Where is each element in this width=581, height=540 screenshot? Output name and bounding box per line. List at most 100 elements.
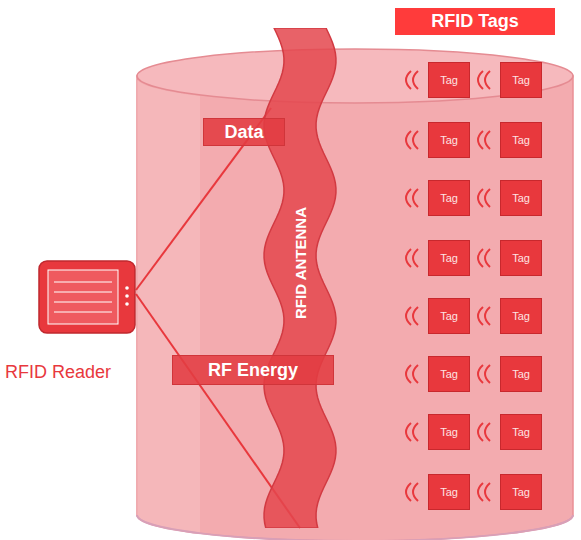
signal-arc bbox=[413, 71, 418, 89]
signal-arc bbox=[485, 189, 490, 207]
signal-arc bbox=[413, 483, 418, 501]
signal-arc bbox=[413, 307, 418, 325]
signal-arcs bbox=[478, 483, 490, 501]
signal-arc bbox=[406, 483, 411, 501]
signal-arc bbox=[478, 71, 483, 89]
signal-arc bbox=[485, 249, 490, 267]
screen-line bbox=[54, 282, 112, 283]
signal-arc bbox=[485, 71, 490, 89]
reader-device: RFID Reader bbox=[38, 260, 136, 334]
signal-arc bbox=[478, 365, 483, 383]
signal-arc bbox=[485, 483, 490, 501]
box-label: Tag bbox=[512, 252, 530, 264]
box-label: RF Energy bbox=[208, 360, 298, 381]
box-label: Tag bbox=[512, 310, 530, 322]
tag-box: Tag bbox=[428, 414, 470, 450]
reader-shape bbox=[38, 260, 136, 334]
cylinder-body bbox=[137, 76, 573, 540]
reader-label: RFID Reader bbox=[5, 362, 111, 383]
box-label: Tag bbox=[440, 74, 458, 86]
box-label: Tag bbox=[512, 368, 530, 380]
signal-arc bbox=[406, 307, 411, 325]
signal-arcs bbox=[406, 71, 418, 89]
box-label: Tag bbox=[440, 252, 458, 264]
signal-arc bbox=[413, 131, 418, 149]
box-label: Tag bbox=[512, 192, 530, 204]
signal-arc bbox=[406, 423, 411, 441]
box-label: Data bbox=[224, 122, 263, 143]
signal-arc bbox=[413, 249, 418, 267]
signal-arcs bbox=[406, 423, 418, 441]
cylinder-bottom-rim bbox=[137, 515, 573, 540]
reader-dot bbox=[125, 302, 129, 306]
tag-box: Tag bbox=[428, 356, 470, 392]
antenna-outline bbox=[264, 28, 336, 528]
tag-box: Tag bbox=[428, 62, 470, 98]
box-label: Tag bbox=[512, 426, 530, 438]
tag-box: Tag bbox=[500, 474, 542, 510]
signal-arc bbox=[406, 365, 411, 383]
signal-arcs bbox=[478, 131, 490, 149]
signal-arc bbox=[413, 423, 418, 441]
tag-box: Tag bbox=[428, 298, 470, 334]
reader-dot bbox=[125, 294, 129, 298]
tag-box: Tag bbox=[500, 414, 542, 450]
tags-heading-box: RFID Tags bbox=[395, 8, 555, 35]
reader-screen bbox=[48, 270, 118, 324]
box-label: Tag bbox=[440, 368, 458, 380]
signal-arc bbox=[485, 307, 490, 325]
signal-arc bbox=[406, 189, 411, 207]
signal-arc bbox=[478, 249, 483, 267]
signal-arc bbox=[478, 307, 483, 325]
tag-box: Tag bbox=[500, 240, 542, 276]
signal-arcs bbox=[478, 249, 490, 267]
signal-arcs bbox=[478, 423, 490, 441]
screen-line bbox=[54, 302, 112, 303]
data-box: Data bbox=[203, 118, 285, 146]
box-label: Tag bbox=[440, 486, 458, 498]
box-label: Tag bbox=[440, 426, 458, 438]
signal-arcs bbox=[478, 189, 490, 207]
screen-line bbox=[54, 292, 112, 293]
tag-box: Tag bbox=[428, 474, 470, 510]
tag-box: Tag bbox=[500, 122, 542, 158]
screen-line bbox=[54, 312, 112, 313]
box-label: Tag bbox=[512, 134, 530, 146]
box-label: Tag bbox=[512, 486, 530, 498]
box-label: Tag bbox=[440, 134, 458, 146]
signal-arcs bbox=[406, 249, 418, 267]
signal-arc bbox=[478, 189, 483, 207]
signal-arc bbox=[478, 423, 483, 441]
tag-box: Tag bbox=[428, 122, 470, 158]
signal-arc bbox=[406, 71, 411, 89]
signal-arcs bbox=[406, 365, 418, 383]
signal-arc bbox=[485, 365, 490, 383]
signal-arcs bbox=[406, 307, 418, 325]
box-label: Tag bbox=[440, 192, 458, 204]
tag-box: Tag bbox=[428, 180, 470, 216]
box-label: Tag bbox=[440, 310, 458, 322]
signal-arcs bbox=[406, 131, 418, 149]
signal-arcs bbox=[478, 365, 490, 383]
antenna-label: RFID ANTENNA bbox=[292, 207, 309, 319]
reader-dot bbox=[125, 286, 129, 290]
signal-arc bbox=[406, 249, 411, 267]
antenna-band: RFID ANTENNA bbox=[262, 28, 340, 528]
box-label: RFID Tags bbox=[431, 11, 519, 32]
signal-arcs bbox=[406, 189, 418, 207]
tag-box: Tag bbox=[500, 356, 542, 392]
reader-body bbox=[39, 261, 135, 333]
tag-box: Tag bbox=[500, 62, 542, 98]
cylinder-shade bbox=[137, 76, 200, 533]
signal-arc bbox=[485, 423, 490, 441]
signal-arcs bbox=[478, 71, 490, 89]
signal-arc bbox=[485, 131, 490, 149]
box-label: Tag bbox=[512, 74, 530, 86]
signal-arc bbox=[478, 131, 483, 149]
signal-arc bbox=[478, 483, 483, 501]
signal-arc bbox=[413, 365, 418, 383]
cylinder-top bbox=[137, 49, 573, 103]
signal-arcs bbox=[406, 483, 418, 501]
tag-box: Tag bbox=[500, 180, 542, 216]
